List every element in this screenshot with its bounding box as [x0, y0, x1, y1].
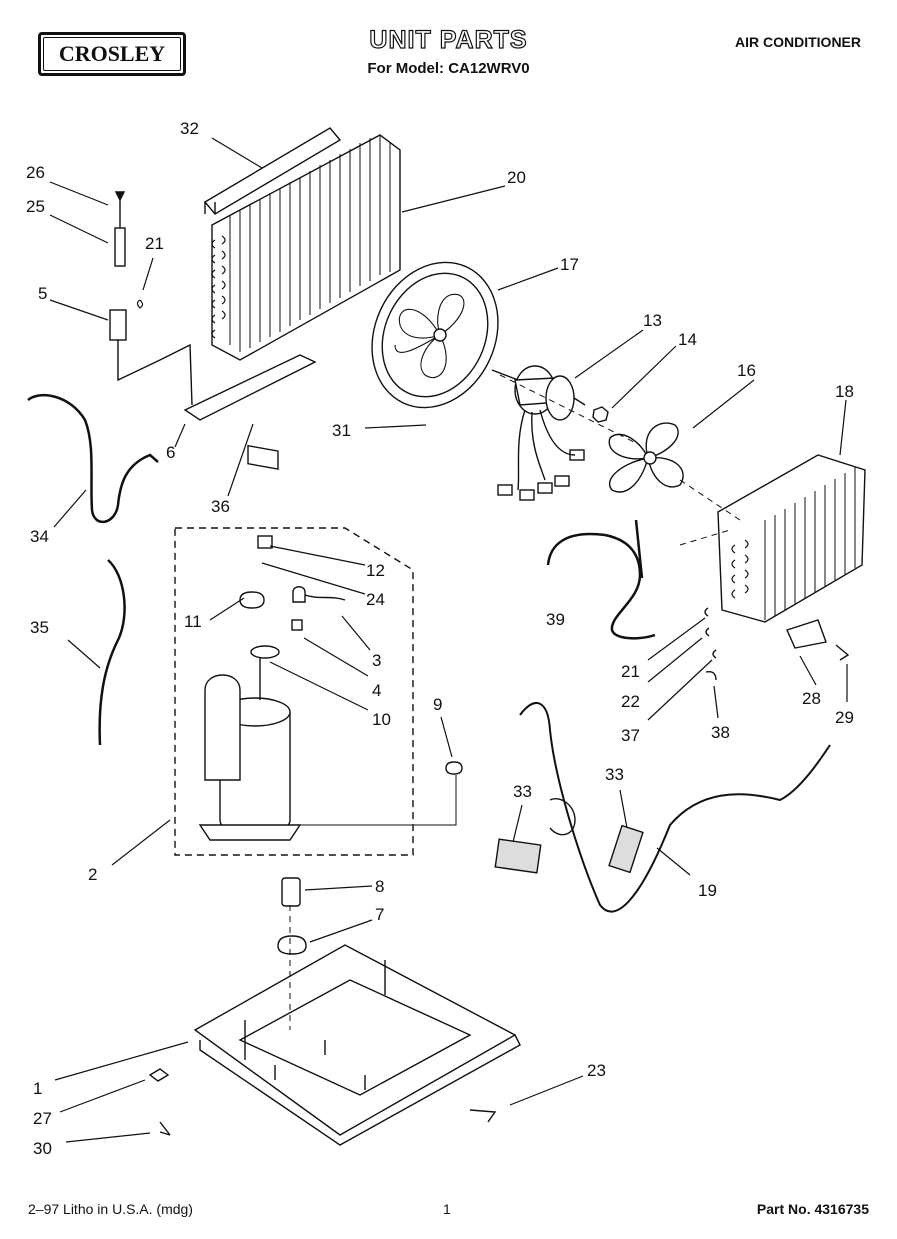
callout-24: 24: [366, 590, 385, 609]
callout-6: 6: [166, 443, 175, 462]
callout-27: 27: [33, 1109, 52, 1128]
compressor: [198, 535, 346, 841]
product-category: AIR CONDITIONER: [735, 34, 861, 50]
callout-28: 28: [802, 689, 821, 708]
wire-harness: [98, 559, 126, 746]
clip: [705, 627, 710, 637]
callout-21b: 21: [621, 662, 640, 681]
callout-1: 1: [33, 1079, 42, 1098]
nut: [592, 406, 609, 423]
fan-shroud: [371, 261, 499, 409]
callout-8: 8: [375, 877, 384, 896]
model-subtitle: For Model: CA12WRV0: [367, 60, 530, 77]
grommet-9: [445, 761, 463, 775]
clip-23: [469, 1109, 497, 1123]
sleeve: [281, 877, 301, 907]
callout-37: 37: [621, 726, 640, 745]
screw: [148, 1068, 170, 1082]
callout-20: 20: [507, 168, 526, 187]
callout-19: 19: [698, 881, 717, 900]
callout-3: 3: [372, 651, 381, 670]
callout-39: 39: [546, 610, 565, 629]
callout-22: 22: [621, 692, 640, 711]
callout-33a: 33: [513, 782, 532, 801]
callout-35: 35: [30, 618, 49, 637]
callout-21: 21: [145, 234, 164, 253]
clip-29: [835, 644, 850, 661]
suction-tube: [27, 393, 159, 523]
page-title: UNIT PARTS: [369, 25, 528, 54]
brand-logo-text: CROSLEY: [43, 37, 181, 71]
footer-page-number: 1: [443, 1201, 451, 1217]
tube-assembly: [183, 354, 317, 470]
clip: [712, 649, 717, 659]
callout-38: 38: [711, 723, 730, 742]
callout-31: 31: [332, 421, 351, 440]
callout-11: 11: [184, 612, 202, 631]
callout-labels: 32 26 25 21 20 17 5 13 14 16 18 6 31 36 …: [26, 119, 854, 1158]
callout-17: 17: [560, 255, 579, 274]
base-pan: [193, 944, 521, 1146]
clip: [705, 670, 717, 681]
callout-14: 14: [678, 330, 697, 349]
evaporator-coil: [717, 454, 866, 623]
grommet: [277, 935, 307, 955]
insulation-pad: [494, 838, 542, 874]
clip-30: [159, 1121, 171, 1136]
callout-25: 25: [26, 197, 45, 216]
callout-4: 4: [372, 681, 381, 700]
callout-30: 30: [33, 1139, 52, 1158]
callout-10: 10: [372, 710, 391, 729]
callout-34: 34: [30, 527, 49, 546]
callout-26: 26: [26, 163, 45, 182]
callout-12: 12: [366, 561, 385, 580]
callout-18: 18: [835, 382, 854, 401]
thermistor: [786, 619, 827, 649]
fan-motor: [491, 365, 586, 501]
dashed-guides: [289, 374, 741, 1030]
callout-9: 9: [433, 695, 442, 714]
clip: [704, 607, 709, 617]
footer-litho: 2–97 Litho in U.S.A. (mdg): [28, 1201, 193, 1217]
tube-39: [546, 532, 656, 640]
callout-23: 23: [587, 1061, 606, 1080]
callout-33b: 33: [605, 765, 624, 784]
callout-5: 5: [38, 284, 47, 303]
footer-part-number: Part No. 4316735: [756, 1201, 869, 1217]
callout-36: 36: [211, 497, 230, 516]
fan-blade: [608, 422, 684, 493]
leader-lines: [49, 137, 848, 1143]
callout-16: 16: [737, 361, 756, 380]
callout-7: 7: [375, 905, 384, 924]
brand-logo: CROSLEY: [38, 32, 186, 76]
insulation-pad: [608, 824, 644, 874]
thermostat-bulb-tube: [519, 702, 831, 913]
callout-13: 13: [643, 311, 662, 330]
callout-2: 2: [88, 865, 97, 884]
capillary-assembly: [109, 191, 193, 406]
callout-32: 32: [180, 119, 199, 138]
condenser-coil: [203, 127, 401, 361]
callout-29: 29: [835, 708, 854, 727]
